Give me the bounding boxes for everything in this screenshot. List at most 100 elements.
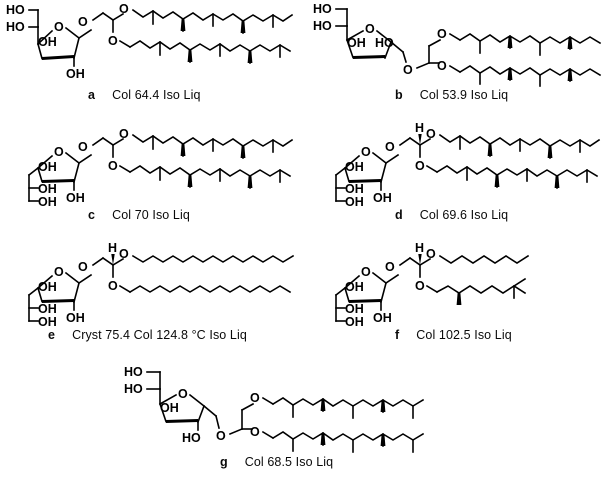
atom-label-ho-top: HO xyxy=(124,365,143,379)
dimethyloctyl-chain-lower-f xyxy=(435,277,527,305)
atom-label-oh-side-upper: OH xyxy=(345,302,364,316)
phytanyl-chain-lower-a xyxy=(128,40,292,64)
panel-caption-text-a: Col 64.4 Iso Liq xyxy=(112,88,201,102)
atom-label-oh-bottom: OH xyxy=(373,311,392,325)
glycerol-linker-c: O O O xyxy=(77,127,132,174)
phytanyl-chain-lower-c xyxy=(128,165,292,189)
atom-label-ho-second: HO xyxy=(6,20,25,34)
atom-label-o-glycosidic: O xyxy=(403,63,413,77)
sugar-headgroup-g: HO HO O OH HO xyxy=(124,365,220,445)
atom-label-o-glycosidic: O xyxy=(78,260,88,274)
atom-label-ring-oxygen: O xyxy=(361,145,371,159)
phytanyl-chain-upper-a xyxy=(131,8,294,34)
structure-panel-a: HO HO O OH OH O xyxy=(2,0,302,86)
structure-panel-f: O OH OH OH OH O H xyxy=(309,240,609,330)
panel-caption-text-b: Col 53.9 Iso Liq xyxy=(419,88,509,102)
atom-label-ho-ring-right: HO xyxy=(375,36,394,50)
glycerol-linker-a: O O O xyxy=(77,2,132,49)
acetal-linker-b: O O O xyxy=(403,27,462,77)
octyl-chain-upper-f xyxy=(438,254,530,264)
atom-label-o-glycosidic: O xyxy=(385,260,395,274)
atom-label-o-glycosidic: O xyxy=(216,429,226,443)
atom-label-ring-oxygen: O xyxy=(361,265,371,279)
atom-label-oh-bottom: OH xyxy=(373,191,392,205)
phytanyl-chain-upper-g xyxy=(271,397,425,419)
atom-label-o-upper-ether: O xyxy=(250,391,260,405)
atom-label-o-lower-ether: O xyxy=(108,34,118,48)
alkyl-chain-lower-e xyxy=(128,285,292,294)
panel-tag-b: b xyxy=(395,88,403,102)
atom-label-o-upper-ether: O xyxy=(119,127,129,141)
caption-b: b Col 53.9 Iso Liq xyxy=(395,88,508,102)
atom-label-o-glycosidic: O xyxy=(385,140,395,154)
atom-label-h-stereocentre: H xyxy=(415,121,424,135)
caption-a: a Col 64.4 Iso Liq xyxy=(88,88,201,102)
atom-label-h-stereocentre: H xyxy=(415,241,424,255)
atom-label-o-upper-ether: O xyxy=(119,247,129,261)
alkyl-chain-upper-e xyxy=(131,254,295,263)
phytanyl-chain-lower-d xyxy=(435,165,599,189)
atom-label-oh-side-upper: OH xyxy=(345,182,364,196)
caption-d: d Col 69.6 Iso Liq xyxy=(395,208,508,222)
panel-caption-text-f: Col 102.5 Iso Liq xyxy=(416,328,512,342)
structure-panel-c: O OH OH OH OH O xyxy=(2,120,302,210)
atom-label-oh-side-lower: OH xyxy=(38,315,57,329)
atom-label-oh-ring: OH xyxy=(160,401,179,415)
atom-label-ring-oxygen: O xyxy=(365,22,375,36)
acetal-linker-g: O O O xyxy=(216,391,275,443)
glycerol-linker-f: O H O O xyxy=(384,241,439,294)
sugar-headgroup-f: O OH OH OH OH xyxy=(334,265,392,329)
atom-label-oh-side-upper: OH xyxy=(38,302,57,316)
structure-panel-g: HO HO O OH HO O xyxy=(120,362,490,454)
atom-label-oh-ring-left: OH xyxy=(347,36,366,50)
sugar-headgroup-d: O OH OH OH OH xyxy=(334,145,392,209)
atom-label-ring-oxygen: O xyxy=(54,20,64,34)
atom-label-ho-second: HO xyxy=(313,19,332,33)
sugar-headgroup-a: HO HO O OH OH xyxy=(6,3,85,81)
panel-tag-a: a xyxy=(88,88,96,102)
atom-label-oh-side-lower: OH xyxy=(38,195,57,209)
atom-label-ho-bottom: HO xyxy=(182,431,201,445)
caption-c: c Col 70 Iso Liq xyxy=(88,208,190,222)
phytanyl-chain-lower-b xyxy=(458,65,602,87)
atom-label-oh-side-lower: OH xyxy=(345,315,364,329)
structure-panel-d: O OH OH OH OH O H xyxy=(309,120,609,210)
atom-label-o-upper-ether: O xyxy=(437,27,447,41)
atom-label-oh-side-lower: OH xyxy=(345,195,364,209)
panel-caption-text-c: Col 70 Iso Liq xyxy=(112,208,190,222)
glycerol-linker-e: O H O O xyxy=(77,241,132,294)
atom-label-h-stereocentre: H xyxy=(108,241,117,255)
atom-label-ho-top: HO xyxy=(313,2,332,16)
panel-tag-d: d xyxy=(395,208,403,222)
sugar-headgroup-e: O OH OH OH OH xyxy=(27,265,85,329)
panel-caption-text-d: Col 69.6 Iso Liq xyxy=(419,208,509,222)
panel-tag-c: c xyxy=(88,208,96,222)
sugar-headgroup-c: O OH OH OH OH xyxy=(27,145,85,209)
atom-label-oh-bottom: OH xyxy=(66,67,85,81)
atom-label-o-lower-ether: O xyxy=(108,159,118,173)
atom-label-ho-top: HO xyxy=(6,3,25,17)
atom-label-o-upper-ether: O xyxy=(426,247,436,261)
panel-tag-g: g xyxy=(220,455,228,469)
caption-g: g Col 68.5 Iso Liq xyxy=(220,455,333,469)
atom-label-o-glycosidic: O xyxy=(78,15,88,29)
atom-label-oh-ring: OH xyxy=(345,160,364,174)
panel-caption-text-g: Col 68.5 Iso Liq xyxy=(244,455,334,469)
panel-tag-e: e xyxy=(48,328,56,342)
atom-label-o-lower-ether: O xyxy=(108,279,118,293)
atom-label-o-upper-ether: O xyxy=(119,2,129,16)
atom-label-ho-second: HO xyxy=(124,382,143,396)
structure-panel-e: O OH OH OH OH O H xyxy=(2,240,302,330)
atom-label-ring-oxygen: O xyxy=(54,265,64,279)
phytanyl-chain-upper-c xyxy=(131,133,294,159)
phytanyl-chain-lower-g xyxy=(271,431,425,453)
atom-label-ring-oxygen: O xyxy=(178,387,188,401)
atom-label-oh-bottom: OH xyxy=(66,191,85,205)
glycerol-linker-d: O H O O xyxy=(384,121,439,174)
atom-label-oh-ring: OH xyxy=(38,35,57,49)
atom-label-o-glycosidic: O xyxy=(78,140,88,154)
atom-label-ring-oxygen: O xyxy=(54,145,64,159)
atom-label-o-upper-ether: O xyxy=(426,127,436,141)
